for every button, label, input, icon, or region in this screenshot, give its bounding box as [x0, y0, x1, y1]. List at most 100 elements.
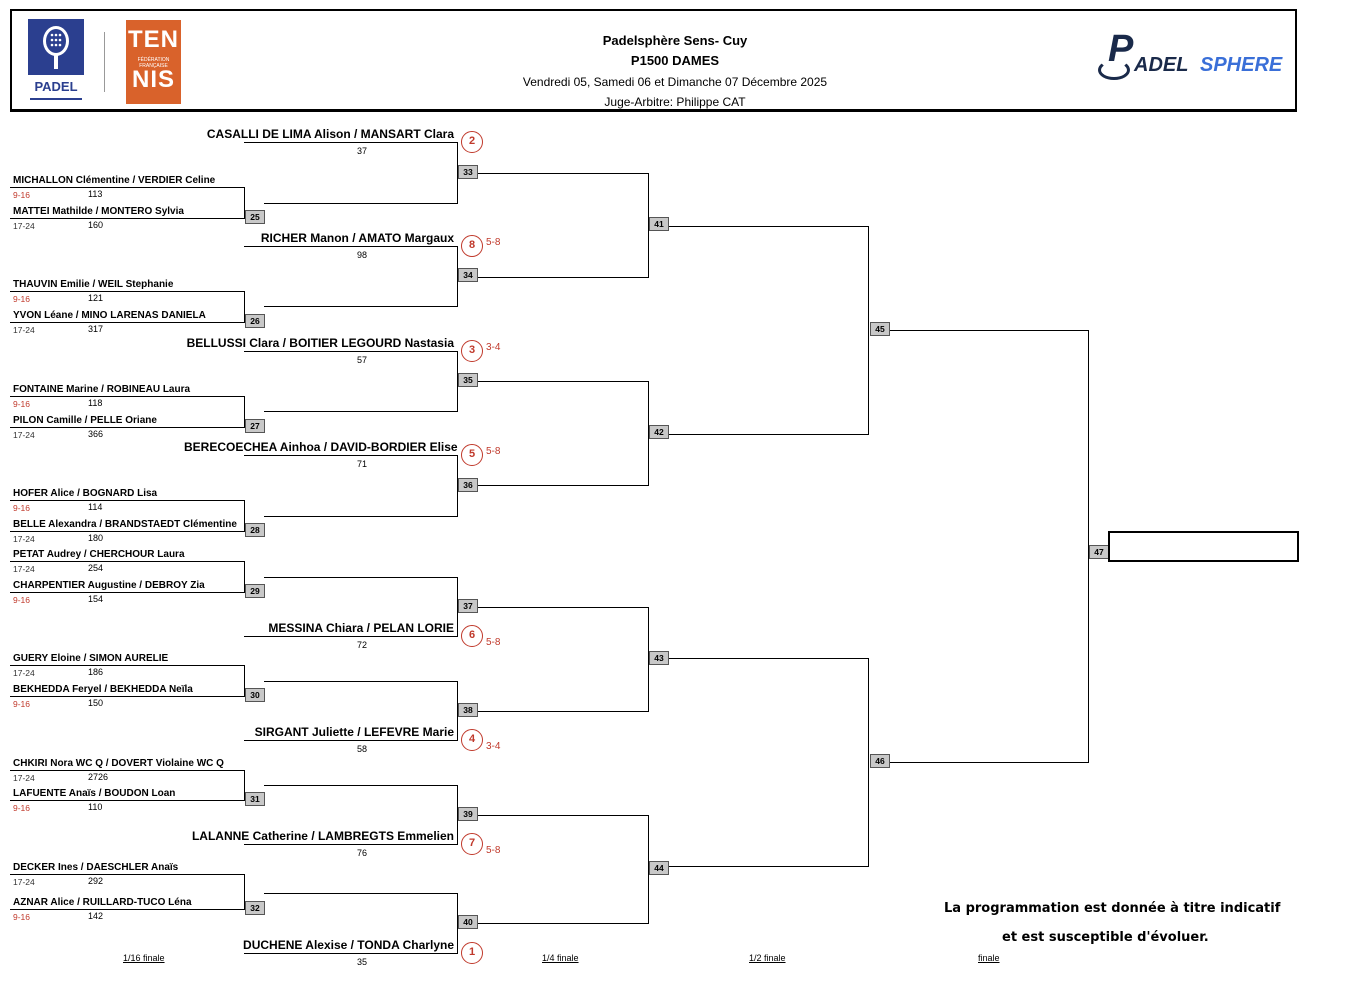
seed-team-name: SIRGANT Juliette / LEFEVRE Marie [254, 725, 454, 739]
bracket-connector [868, 226, 869, 435]
header-frame [10, 9, 1297, 112]
team-line [10, 770, 245, 771]
match-number-44: 44 [649, 861, 669, 875]
bracket-line [669, 658, 869, 659]
team-ranking: 366 [88, 429, 104, 439]
bracket-connector [244, 187, 245, 219]
team-age-group: 9-16 [13, 190, 31, 200]
seed-number-badge: 7 [461, 833, 483, 855]
team-ranking: 154 [88, 594, 104, 604]
notice-line-1: La programmation est donnée à titre indi… [944, 901, 1281, 916]
padelsphere-logo-p: P [1108, 28, 1134, 70]
padelsphere-logo: P ADEL SPHERE [1094, 28, 1282, 84]
round-label-1-2: 1/2 finale [749, 953, 786, 963]
tournament-category: P1500 DAMES [630, 53, 720, 68]
seed-team-ranking: 37 [357, 146, 368, 156]
seed-team-line [244, 455, 458, 456]
seed-team-line [244, 844, 458, 845]
bracket-line [478, 815, 649, 816]
seed-number-badge: 3 [461, 340, 483, 362]
fft-federation: FÉDÉRATION FRANÇAISE [137, 57, 170, 69]
bracket-line [478, 711, 649, 712]
match-number-27: 27 [245, 419, 265, 433]
bracket-line [264, 203, 458, 204]
bracket-line [478, 277, 649, 278]
fft-tennis-logo: TEN FÉDÉRATION FRANÇAISE NIS [126, 20, 181, 104]
match-number-25: 25 [245, 210, 265, 224]
seed-number-badge: 8 [461, 235, 483, 257]
seed-team-ranking: 76 [357, 848, 368, 858]
seed-team-name: LALANNE Catherine / LAMBREGTS Emmelien [191, 829, 454, 843]
bracket-line [478, 485, 649, 486]
seed-bracket-label: 3-4 [486, 741, 501, 752]
ffp-padel-label: PADEL [34, 79, 78, 94]
bracket-connector [244, 396, 245, 428]
team-ranking: 292 [88, 876, 104, 886]
bracket-connector [457, 455, 458, 517]
match-number-43: 43 [649, 651, 669, 665]
seed-number-badge: 4 [461, 729, 483, 751]
bracket-line [890, 330, 1089, 331]
bracket-connector [457, 577, 458, 637]
match-number-30: 30 [245, 688, 265, 702]
match-number-32: 32 [245, 901, 265, 915]
team-line [10, 218, 245, 219]
team-age-group: 9-16 [13, 699, 31, 709]
padel-icon [28, 19, 84, 75]
bracket-line [264, 411, 458, 412]
seed-bracket-label: 5-8 [486, 446, 501, 457]
match-number-33: 33 [458, 165, 478, 179]
seed-number-badge: 1 [461, 942, 483, 964]
team-age-group: 9-16 [13, 595, 31, 605]
bracket-connector [457, 351, 458, 412]
match-number-34: 34 [458, 268, 478, 282]
team-line [10, 427, 245, 428]
team-line [10, 874, 245, 875]
seed-number-badge: 2 [461, 131, 483, 153]
team-age-group: 9-16 [13, 803, 31, 813]
seed-number-badge: 6 [461, 625, 483, 647]
bracket-connector [244, 874, 245, 910]
bracket-line [478, 381, 649, 382]
bracket-line [264, 893, 458, 894]
match-number-31: 31 [245, 792, 265, 806]
team-line [10, 396, 245, 397]
team-name: GUERY Eloine / SIMON AURELIE [13, 653, 169, 664]
bracket-line [264, 681, 458, 682]
seed-bracket-label: 3-4 [486, 342, 501, 353]
team-ranking: 254 [88, 563, 104, 573]
seed-bracket-label: 5-8 [486, 637, 501, 648]
ffp-padel-logo: PADEL [28, 19, 84, 101]
bracket-connector [648, 173, 649, 278]
team-name: CHKIRI Nora WC Q / DOVERT Violaine WC Q [13, 758, 224, 769]
team-ranking: 2726 [88, 772, 109, 782]
team-line [10, 665, 245, 666]
seed-team-ranking: 57 [357, 355, 368, 365]
bracket-line [264, 306, 458, 307]
team-age-group: 9-16 [13, 503, 31, 513]
ffp-padel-underline [30, 98, 82, 100]
bracket-connector [648, 607, 649, 712]
bracket-connector [868, 658, 869, 867]
bracket-connector [457, 142, 458, 204]
team-ranking: 150 [88, 698, 104, 708]
team-age-group: 17-24 [13, 534, 35, 544]
team-line [10, 909, 245, 910]
padelsphere-logo-adel: ADEL [1134, 54, 1189, 76]
fft-nis: NIS [131, 66, 175, 93]
team-name: BEKHEDDA Feryel / BEKHEDDA Neïla [13, 684, 193, 695]
team-age-group: 9-16 [13, 912, 31, 922]
team-ranking: 180 [88, 533, 104, 543]
bracket-connector [457, 681, 458, 741]
team-line [10, 592, 245, 593]
seed-team-ranking: 72 [357, 640, 368, 650]
seed-team-line [244, 740, 458, 741]
team-age-group: 17-24 [13, 325, 35, 335]
bracket-connector [457, 246, 458, 307]
bracket-connector [648, 381, 649, 486]
bracket-line [264, 577, 458, 578]
bracket-connector [457, 893, 458, 954]
bracket-line [669, 866, 869, 867]
fft-ten: TEN [128, 26, 179, 53]
match-number-28: 28 [245, 523, 265, 537]
